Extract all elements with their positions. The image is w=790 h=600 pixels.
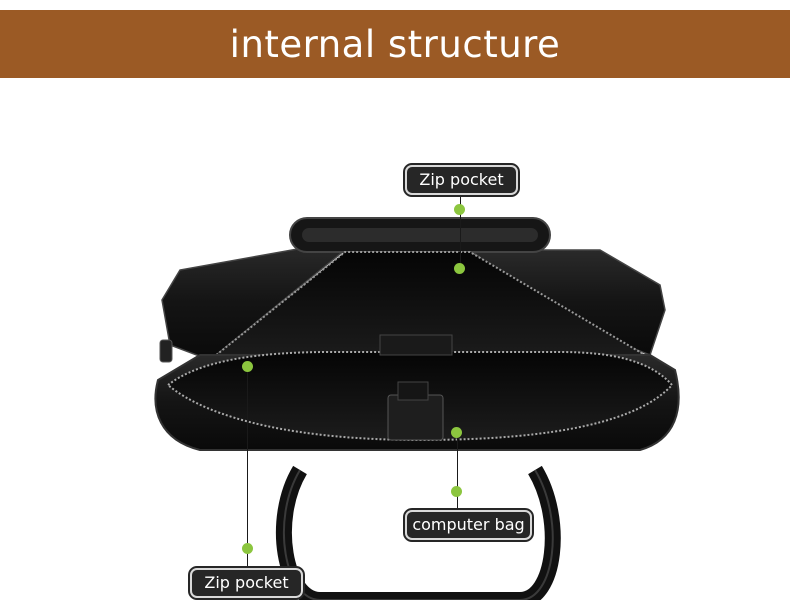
marker-dot [242, 361, 253, 372]
marker-dot [451, 427, 462, 438]
marker-dot [454, 263, 465, 274]
zip-pocket-label-top: Zip pocket [403, 163, 520, 197]
computer-bag-label: computer bag [403, 508, 534, 542]
leader-line-top [460, 196, 461, 268]
marker-dot [451, 486, 462, 497]
leader-line-computer [457, 433, 458, 513]
laptop-strap [387, 394, 444, 441]
banner-title: internal structure [229, 22, 561, 66]
zip-pocket-label-bottom: Zip pocket [188, 566, 305, 600]
leader-line-bottom [247, 367, 248, 567]
marker-dot [242, 543, 253, 554]
title-banner: internal structure [0, 10, 790, 78]
marker-dot [454, 204, 465, 215]
